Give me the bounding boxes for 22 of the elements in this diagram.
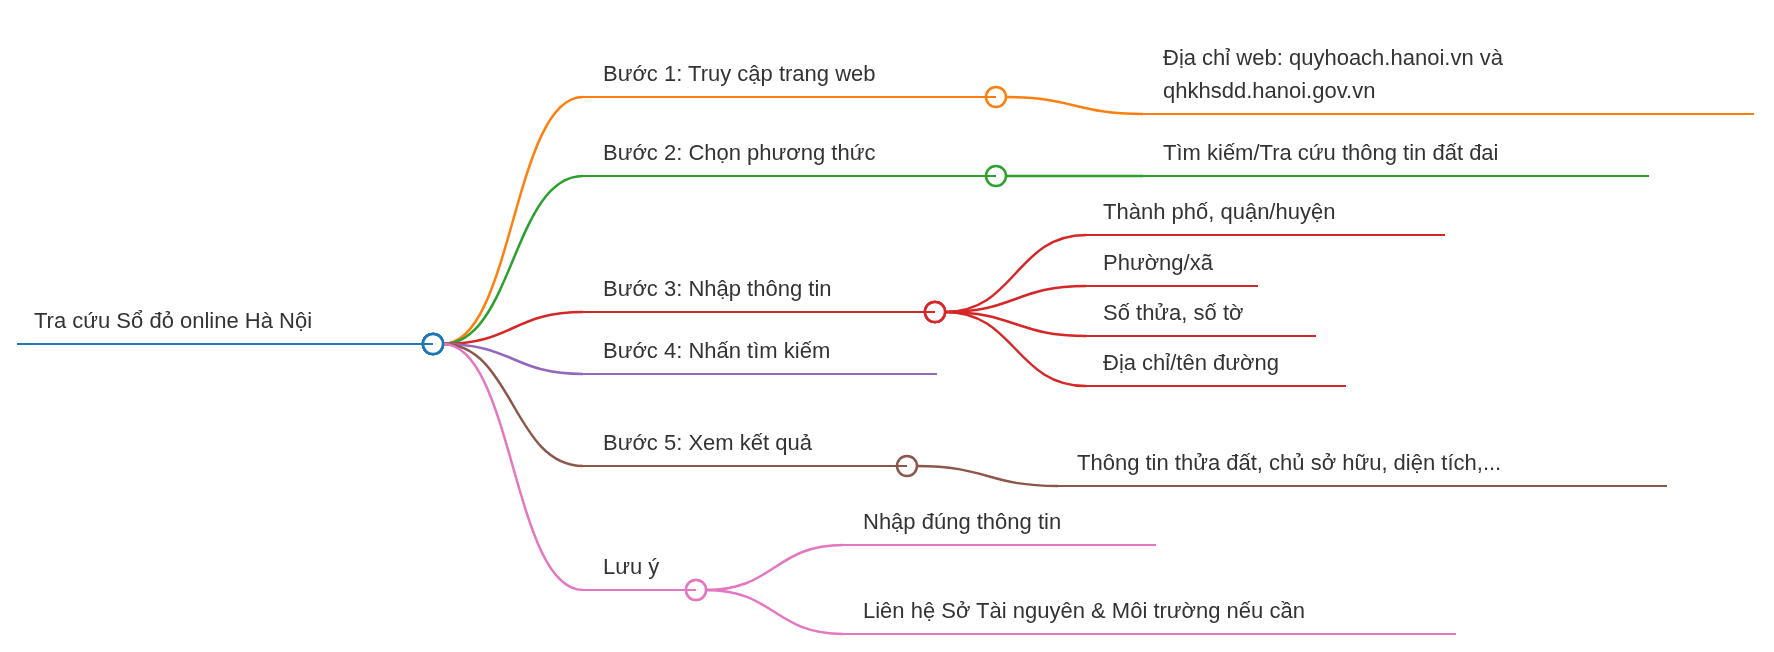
- node-label: Bước 2: Chọn phương thức: [603, 139, 877, 167]
- node-label: Số thửa, số tờ: [1103, 299, 1245, 327]
- branch-connector: [895, 454, 1059, 488]
- node-label: Nhập đúng thông tin: [863, 508, 1063, 536]
- node-label: Địa chỉ/tên đường: [1103, 349, 1280, 377]
- node-label: Bước 3: Nhập thông tin: [603, 275, 833, 303]
- node-label: Bước 4: Nhấn tìm kiếm: [603, 337, 832, 365]
- node-label: Tra cứu Sổ đỏ online Hà Nội: [34, 307, 314, 335]
- node-label: Thành phố, quận/huyện: [1103, 198, 1337, 226]
- branch-connector: [421, 332, 584, 592]
- branch-connector: [984, 85, 1144, 116]
- node-label: Liên hệ Sở Tài nguyên & Môi trường nếu cần: [863, 597, 1306, 625]
- node-label: Tìm kiếm/Tra cứu thông tin đất đai: [1163, 139, 1500, 167]
- node-label: Phường/xã: [1103, 249, 1214, 277]
- branch-connector: [684, 578, 844, 636]
- node-label: Bước 5: Xem kết quả: [603, 429, 813, 457]
- branch-connector: [984, 164, 1143, 188]
- node-label: Bước 1: Truy cập trang web: [603, 60, 877, 88]
- branch-connector: [923, 300, 1087, 388]
- node-label: Thông tin thửa đất, chủ sở hữu, diện tích,...: [1077, 449, 1503, 477]
- node-label: Lưu ý: [603, 553, 661, 581]
- node-label: Địa chỉ web: quyhoach.hanoi.vn và qhkhsdd.hanoi.gov.vn: [1163, 44, 1504, 105]
